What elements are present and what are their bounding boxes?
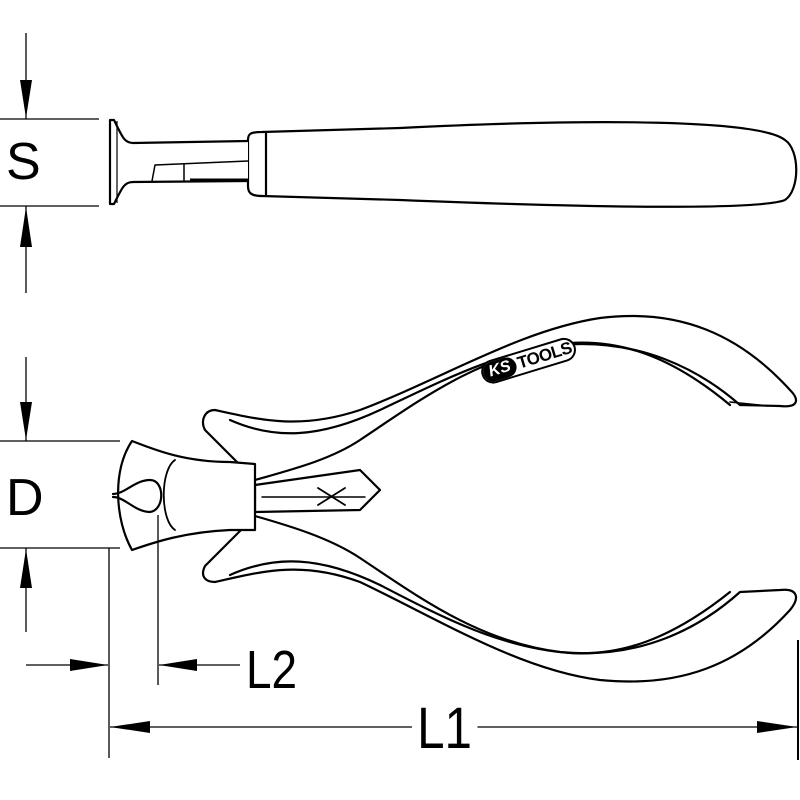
dimension-label-l2: L2: [246, 640, 298, 700]
dimension-label-d: D: [6, 469, 44, 527]
logo-ks-text: KS: [480, 354, 520, 385]
pliers-side-view: [108, 118, 798, 208]
dimension-s-lines: [0, 33, 99, 293]
dimension-label-l1: L1: [412, 700, 478, 758]
pliers-top-view: [111, 314, 798, 683]
dimension-d-lines: [0, 357, 120, 632]
dimension-label-s: S: [6, 133, 41, 191]
